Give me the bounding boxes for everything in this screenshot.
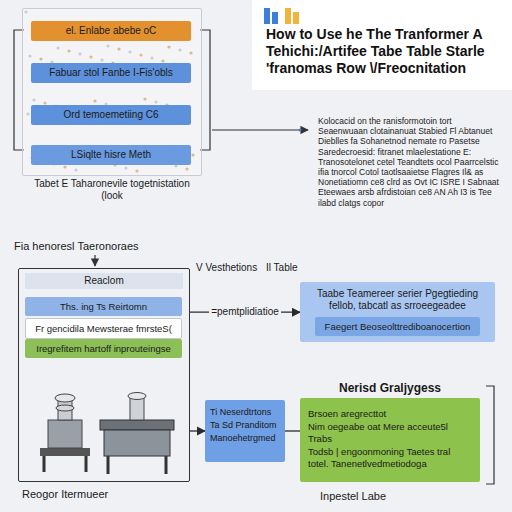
node-heading: el. Enlabe abebe oC (37, 25, 185, 37)
module-strip: Fr gencidila Mewsterae fmrsteS( (25, 318, 182, 339)
module-box: ReaclomThs. ing Ts Reirtomn Fr gencidila … (18, 268, 190, 482)
connector (190, 430, 205, 431)
node-heading: LSiqlte hisre Meth (37, 149, 185, 161)
node-heading: Tabet E Taharonevile togetnistation (loo… (23, 178, 201, 202)
module-strip: Iregrefitem hartoff inprouteingse (25, 339, 182, 358)
edge-label: =pemtplidiatioe (209, 306, 281, 318)
node-heading: Faegert Beoseolttrediboanocertion (321, 321, 474, 332)
node-text: Ta Sd Pranditom (210, 420, 280, 431)
result-box: Nerisd GraljygessBrsoen aregrecttotNim o… (300, 398, 480, 482)
pointer-arrow (212, 129, 308, 130)
node-heading: Nerisd Graljygess (300, 381, 480, 395)
node-text: Todsb | engoonmoning Taetes tral totel. … (308, 446, 472, 469)
node-heading: Fr gencidila Mewsterae fmrsteS( (32, 323, 175, 334)
node-text: Brsoen aregrecttot (308, 408, 472, 419)
layer-bar: el. Enlabe abebe oC (31, 21, 191, 41)
dot (299, 129, 302, 132)
title: How to Use he The Tranformer A Tehichi:/… (266, 26, 504, 76)
stack-group: Tabet E Taharonevile togetnistation (loo… (22, 8, 202, 176)
node-heading: Ti Neserdtrtons (210, 407, 280, 418)
node-heading: Iregrefitem hartoff inprouteingse (31, 343, 176, 354)
section-label: V Vesthetions (196, 262, 266, 274)
machine-illustration (40, 393, 174, 475)
node-heading: Reaclom (25, 273, 183, 289)
title-panel (252, 0, 512, 90)
module-strip: Ths. ing Ts Reirtomn (25, 297, 182, 316)
node-text: Manoehetrgmed (210, 433, 280, 444)
layer-bar: Fabuar stol Fanbe I-Fis'obls (31, 63, 191, 83)
note-paragraph: Kolocacid on the ranisformotoin tort Sea… (318, 116, 500, 208)
process-box: Taabe Teamereer serier Pgegtieding fello… (300, 282, 495, 342)
layer-bar: Ord temoemetiing C6 (31, 105, 191, 125)
bracket (486, 386, 494, 484)
pointer-arrow (94, 255, 95, 266)
section-label: Fia henoresl Taeronoraes (14, 240, 194, 253)
connector (285, 430, 300, 431)
layer-bar: LSiqlte hisre Meth (31, 145, 191, 165)
caption-label: Reogor Itermueer (22, 488, 182, 501)
node-heading: Ths. ing Ts Reirtomn (31, 301, 176, 312)
node-text: Nim oegeabe oat Mere acceute5l Trabs (308, 421, 472, 444)
node-heading: Taabe Teamereer serier Pgegtieding fello… (308, 288, 487, 312)
caption-label: Inpestel Labe (320, 490, 460, 503)
node-heading: Ord temoemetiing C6 (37, 109, 185, 121)
list-box: Ti Neserdtrtons Ta Sd PranditomManoehetrg… (205, 400, 285, 462)
logo (264, 8, 299, 24)
inner-bar: Faegert Beoseolttrediboanocertion (315, 317, 480, 336)
section-label: Il Table (266, 262, 316, 274)
node-heading: Fabuar stol Fanbe I-Fis'obls (37, 67, 185, 79)
